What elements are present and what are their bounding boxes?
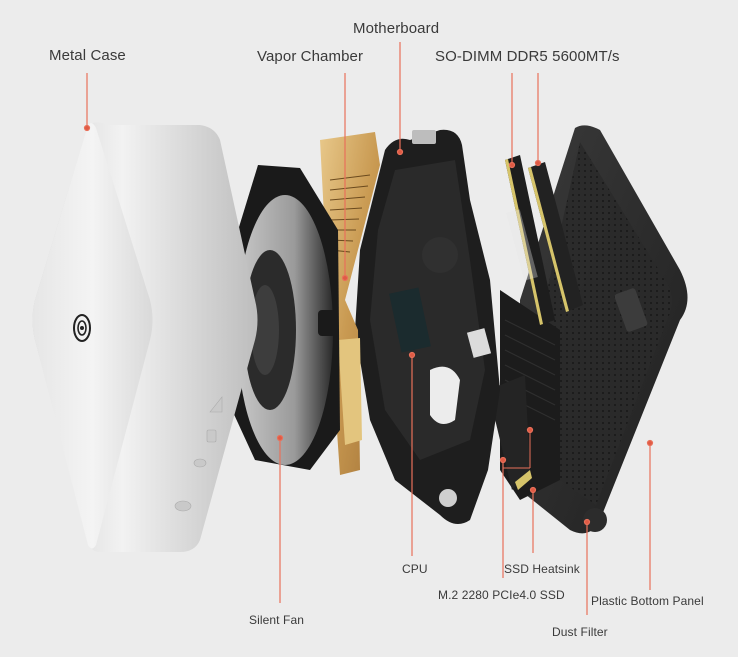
label-ram: SO-DIMM DDR5 5600MT/s [435,48,620,65]
motherboard-shape [355,129,500,524]
label-vapor-chamber: Vapor Chamber [257,48,364,65]
metal-case-shape [32,122,258,552]
label-dust-filter: Dust Filter [552,625,608,639]
silent-fan-shape [232,165,340,470]
label-ssd-heatsink: SSD Heatsink [504,562,580,576]
label-plastic-bottom-panel: Plastic Bottom Panel [591,594,704,608]
label-ssd: M.2 2280 PCIe4.0 SSD [438,588,565,602]
logo-mark [73,314,91,342]
label-metal-case: Metal Case [49,47,126,64]
label-motherboard: Motherboard [353,20,440,37]
label-silent-fan: Silent Fan [249,613,305,627]
leader-lines [83,42,654,615]
ssd-shape [488,375,532,490]
ram-modules-shape [505,155,583,325]
label-cpu: CPU [402,562,428,576]
